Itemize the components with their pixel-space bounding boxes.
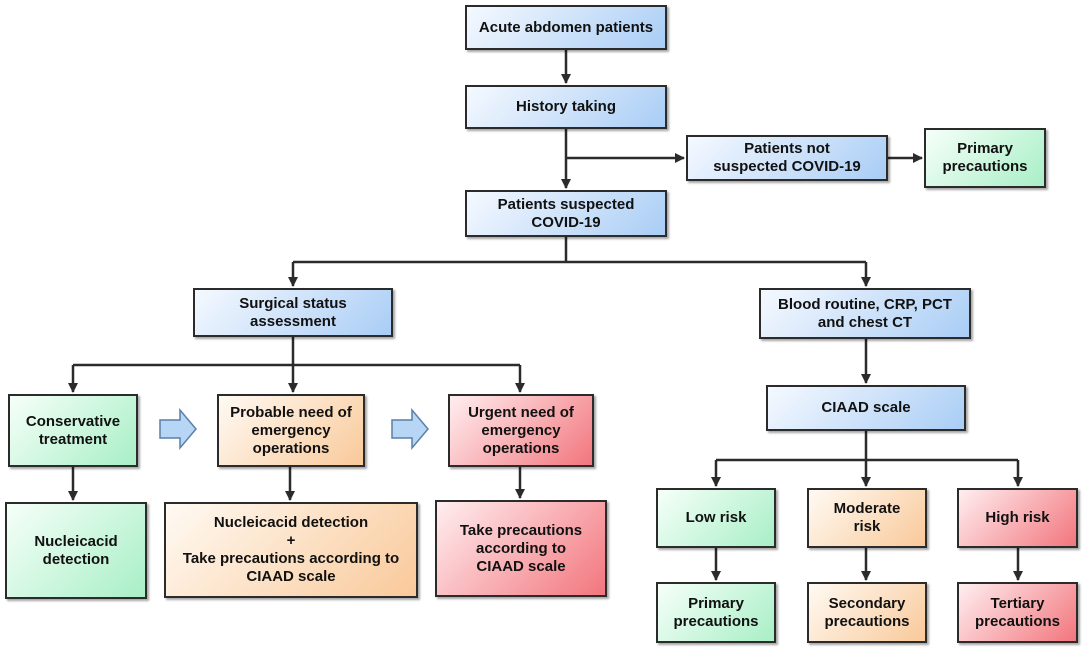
nucleicacid-combo-line2: Take precautions according to CIAAD scal… <box>182 550 400 585</box>
take-precautions-ciaad-label: Take precautions according to CIAAD scal… <box>459 521 583 575</box>
suspected-box: Patients suspected COVID-19 <box>465 190 667 237</box>
probable-need-box: Probable need of emergency operations <box>217 394 365 467</box>
acute-abdomen-label: Acute abdomen patients <box>478 18 654 36</box>
nucleicacid-combo-line1: Nucleicacid detection <box>213 514 369 531</box>
ciaad-scale-box: CIAAD scale <box>766 385 966 431</box>
nucleicacid-combo-plus: + <box>286 532 296 549</box>
low-risk-box: Low risk <box>656 488 776 548</box>
not-suspected-box: Patients not suspected COVID-19 <box>686 135 888 181</box>
acute-abdomen-box: Acute abdomen patients <box>465 5 667 50</box>
high-risk-box: High risk <box>957 488 1078 548</box>
moderate-risk-label: Moderate risk <box>833 500 901 535</box>
tertiary-precautions-label: Tertiary precautions <box>974 594 1061 630</box>
nucleicacid-combo-box: Nucleicacid detection + Take precautions… <box>164 502 418 598</box>
tertiary-precautions-box: Tertiary precautions <box>957 582 1078 643</box>
conservative-treatment-label: Conservative treatment <box>25 412 121 448</box>
conservative-treatment-box: Conservative treatment <box>8 394 138 467</box>
blood-routine-box: Blood routine, CRP, PCT and chest CT <box>759 288 971 339</box>
probable-need-label: Probable need of emergency operations <box>230 403 352 457</box>
nucleicacid-detection-label: Nucleicacid detection <box>34 532 118 568</box>
suspected-label: Patients suspected COVID-19 <box>497 195 635 231</box>
secondary-precautions-box: Secondary precautions <box>807 582 927 643</box>
ciaad-scale-label: CIAAD scale <box>821 399 911 416</box>
primary-precautions-bottom-label: Primary precautions <box>673 594 759 630</box>
secondary-precautions-label: Secondary precautions <box>824 594 910 630</box>
primary-precautions-top-box: Primary precautions <box>924 128 1046 188</box>
primary-precautions-top-label: Primary precautions <box>942 140 1028 175</box>
not-suspected-label: Patients not suspected COVID-19 <box>713 140 861 175</box>
fat-arrow-conservative-to-probable <box>159 407 197 451</box>
low-risk-label: Low risk <box>685 509 747 526</box>
primary-precautions-bottom-box: Primary precautions <box>656 582 776 643</box>
urgent-need-label: Urgent need of emergency operations <box>468 403 574 457</box>
history-taking-label: History taking <box>515 98 617 115</box>
moderate-risk-box: Moderate risk <box>807 488 927 548</box>
history-taking-box: History taking <box>465 85 667 129</box>
fat-arrow-probable-to-urgent <box>391 407 429 451</box>
high-risk-label: High risk <box>985 509 1050 526</box>
surgical-status-label: Surgical status assessment <box>239 294 347 330</box>
urgent-need-box: Urgent need of emergency operations <box>448 394 594 467</box>
blood-routine-label: Blood routine, CRP, PCT and chest CT <box>778 295 952 331</box>
nucleicacid-detection-box: Nucleicacid detection <box>5 502 147 599</box>
take-precautions-ciaad-box: Take precautions according to CIAAD scal… <box>435 500 607 597</box>
surgical-status-box: Surgical status assessment <box>193 288 393 337</box>
